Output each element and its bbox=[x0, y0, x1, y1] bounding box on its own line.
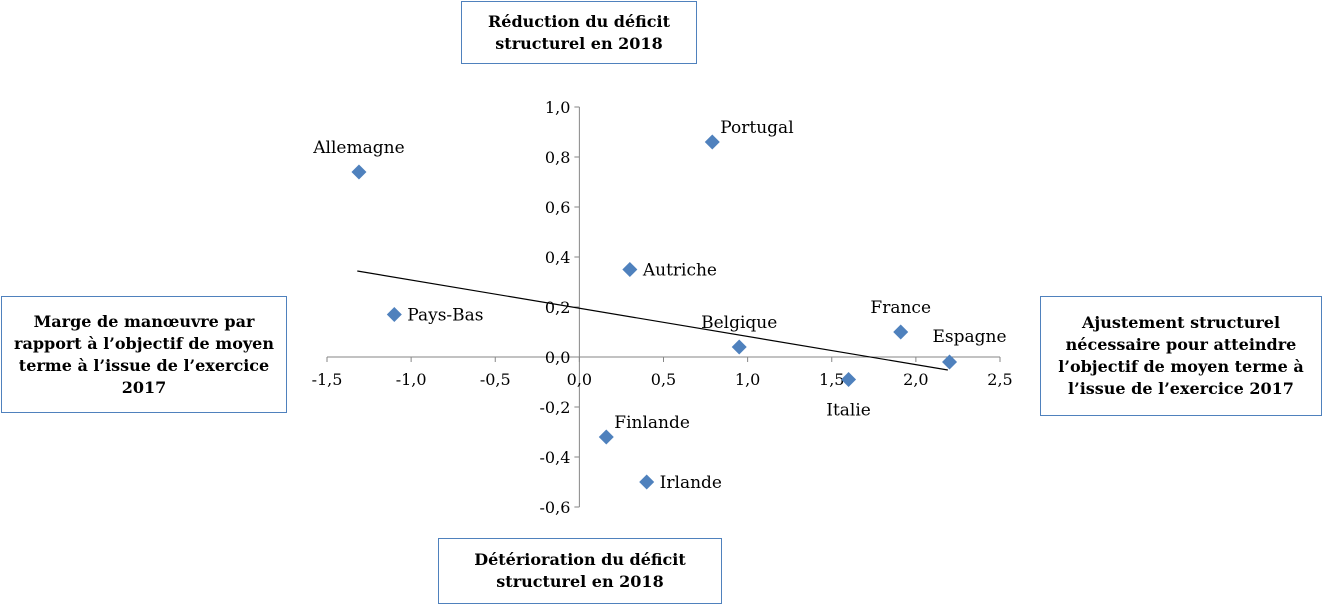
x-tick-label: 1,5 bbox=[819, 370, 844, 389]
data-point-portugal bbox=[704, 134, 720, 150]
data-point-france bbox=[893, 324, 909, 340]
x-tick-label: 1,0 bbox=[735, 370, 760, 389]
data-point-pays-bas bbox=[386, 307, 402, 322]
y-tick-label: 0,0 bbox=[545, 348, 570, 367]
x-tick-label: -1,0 bbox=[396, 370, 427, 389]
y-tick-label: 1,0 bbox=[545, 98, 570, 117]
quadrant-label-right-text: Ajustement structurel nécessaire pour at… bbox=[1058, 313, 1304, 398]
data-label: Italie bbox=[826, 401, 871, 421]
x-tick-label: 0,5 bbox=[651, 370, 676, 389]
y-tick-label: -0,4 bbox=[540, 448, 571, 467]
data-point-irlande bbox=[639, 474, 655, 490]
quadrant-label-top-text: Réduction du déficit structurel en 2018 bbox=[488, 11, 670, 53]
y-tick-label: 0,6 bbox=[545, 198, 570, 217]
quadrant-label-bottom: Détérioration du déficit structurel en 2… bbox=[438, 538, 722, 604]
x-tick-label: -0,5 bbox=[480, 370, 511, 389]
quadrant-label-left-text: Marge de manœuvre par rapport à l’object… bbox=[14, 311, 274, 397]
data-point-finlande bbox=[598, 429, 614, 445]
x-tick-label: 2,5 bbox=[987, 370, 1012, 389]
y-tick-label: 0,2 bbox=[545, 298, 570, 317]
y-tick-label: 0,4 bbox=[545, 248, 570, 267]
data-label: Irlande bbox=[660, 473, 722, 493]
x-tick-label: -1,5 bbox=[312, 370, 343, 389]
quadrant-label-right: Ajustement structurel nécessaire pour at… bbox=[1040, 296, 1322, 416]
trendline bbox=[357, 270, 948, 371]
y-tick-label: 0,8 bbox=[545, 148, 570, 167]
data-label: Pays-Bas bbox=[407, 306, 483, 326]
quadrant-label-top: Réduction du déficit structurel en 2018 bbox=[461, 1, 697, 64]
data-point-autriche bbox=[622, 262, 638, 277]
data-label: France bbox=[870, 298, 931, 318]
x-tick-label: 2,0 bbox=[903, 370, 928, 389]
data-point-belgique bbox=[731, 339, 747, 355]
quadrant-label-left: Marge de manœuvre par rapport à l’object… bbox=[1, 296, 287, 413]
data-label: Belgique bbox=[701, 313, 777, 333]
data-point-italie bbox=[841, 372, 857, 387]
y-tick-label: -0,6 bbox=[540, 498, 571, 517]
data-label: Espagne bbox=[933, 327, 1007, 347]
data-point-allemagne bbox=[351, 164, 367, 180]
quadrant-label-bottom-text: Détérioration du déficit structurel en 2… bbox=[474, 550, 686, 591]
data-label: Portugal bbox=[720, 118, 793, 138]
y-tick-label: -0,2 bbox=[540, 398, 571, 417]
data-label: Finlande bbox=[614, 413, 690, 433]
x-tick-label: 0,0 bbox=[567, 370, 592, 389]
data-label: Autriche bbox=[642, 261, 717, 281]
data-point-espagne bbox=[942, 354, 958, 370]
data-label: Allemagne bbox=[312, 138, 404, 158]
